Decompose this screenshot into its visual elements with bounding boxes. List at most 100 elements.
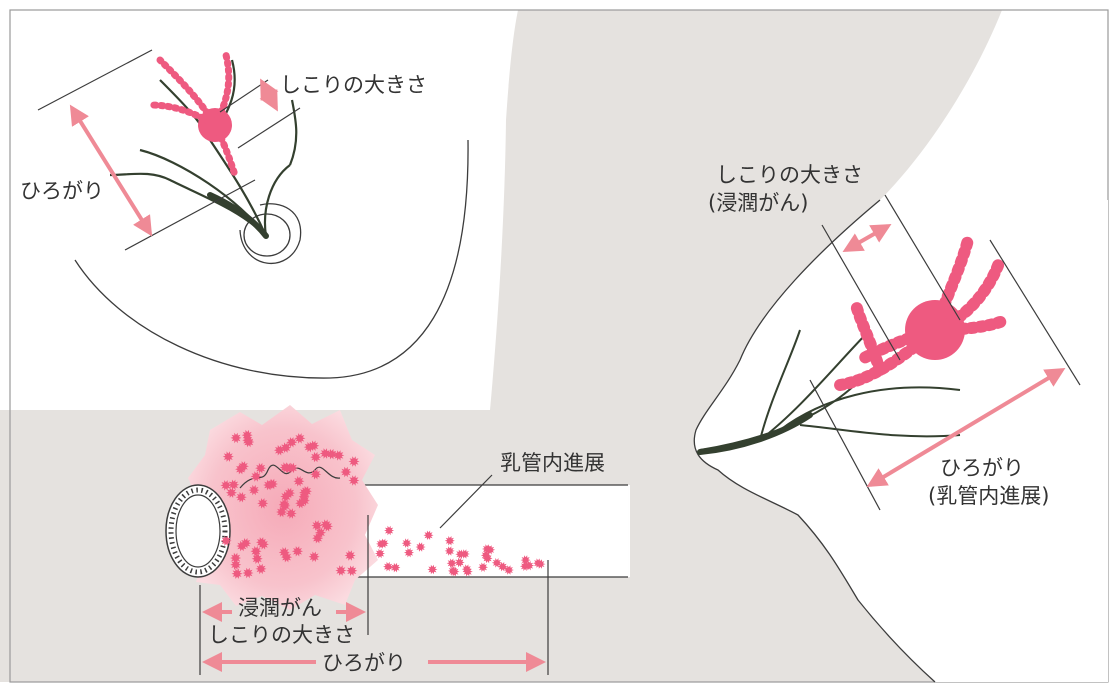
cancer-cell <box>333 450 345 461</box>
cancer-cell <box>283 462 294 474</box>
side-main-duct <box>697 412 813 455</box>
cancer-cell <box>520 561 530 571</box>
cancer-cells <box>220 429 546 579</box>
side-spread-line-left <box>809 379 881 511</box>
cancer-cell <box>284 487 295 499</box>
cancer-cell <box>230 432 242 444</box>
side-spread-label-1: ひろがり <box>940 456 1024 480</box>
cancer-cell <box>294 433 306 444</box>
cancer-cell <box>520 555 531 565</box>
cancer-cell <box>285 508 297 519</box>
cancer-cell <box>230 552 242 564</box>
side-size-arrow <box>842 224 892 252</box>
areola-inner <box>243 213 291 257</box>
front-view: しこりの大きさ ひろがり <box>20 49 469 379</box>
profile-outline <box>693 199 936 683</box>
invasive-label: 浸潤がん <box>238 596 322 620</box>
tumor-spread <box>146 51 239 179</box>
cancer-cell <box>230 559 242 570</box>
front-size-label: しこりの大きさ <box>280 73 427 97</box>
main-duct <box>207 192 269 239</box>
cancer-cell <box>390 562 401 573</box>
cancer-cell <box>250 471 262 482</box>
cancer-cell <box>455 549 466 559</box>
side-size-line-right <box>884 194 961 321</box>
cancer-cell <box>384 525 395 536</box>
cancer-cell <box>310 451 322 463</box>
cancer-cell <box>446 558 457 568</box>
cancer-cell <box>222 451 234 462</box>
cancer-cell <box>326 448 338 460</box>
cancer-cell <box>335 565 347 576</box>
cancer-cell <box>340 466 352 478</box>
side-spread-label-2: (乳管内進展) <box>928 484 1049 508</box>
duct-fade <box>540 485 630 577</box>
cancer-cell <box>319 448 331 459</box>
cancer-cell <box>376 539 386 549</box>
cancer-cell <box>344 550 356 561</box>
side-size-label-1: しこりの大きさ <box>716 163 863 187</box>
size-arrow <box>259 78 279 112</box>
cancer-cell <box>310 469 322 480</box>
cancer-cell <box>320 519 332 530</box>
cancer-cell <box>278 499 290 510</box>
cancer-cell <box>263 479 275 491</box>
cancer-cell <box>242 567 254 579</box>
cancer-cell <box>485 545 496 555</box>
cancer-cell <box>503 565 514 575</box>
cancer-cell <box>423 530 434 540</box>
cancer-cell <box>293 476 305 487</box>
intraductal-label: 乳管内進展 <box>500 451 605 475</box>
cancer-cell <box>250 546 262 557</box>
cancer-cell <box>231 568 243 579</box>
front-spread-label: ひろがり <box>20 179 104 203</box>
cancer-cell <box>220 480 232 491</box>
cancer-cell <box>346 565 358 576</box>
cancer-cell <box>444 536 455 546</box>
spread-line-bottom <box>124 179 256 251</box>
cancer-cell <box>311 520 323 531</box>
spread-arrow <box>69 104 153 237</box>
cancer-cell <box>228 479 240 490</box>
cancer-cell <box>257 498 269 509</box>
areola-outer <box>239 203 302 264</box>
cancer-cell <box>286 437 298 448</box>
cancer-cell <box>225 487 237 498</box>
cancer-cell <box>348 475 360 486</box>
cancer-cell <box>235 492 247 503</box>
cancer-cell <box>401 538 412 548</box>
intraductal-leader <box>439 474 493 529</box>
duct-view: 乳管内進展 浸潤がん しこりの大きさ ひろがり <box>165 405 630 675</box>
cancer-cell <box>308 551 320 562</box>
cancer-cell <box>449 566 460 577</box>
cancer-cell <box>462 566 473 577</box>
cancer-cell <box>444 546 455 556</box>
cancer-cell <box>274 445 285 456</box>
cancer-cell <box>248 484 260 496</box>
cancer-cell <box>404 547 414 558</box>
cancer-cell <box>255 563 267 575</box>
cancer-cell <box>383 561 394 572</box>
cancer-cell <box>236 540 248 552</box>
spread-line-top <box>37 49 153 111</box>
side-size-label-2: (浸潤がん) <box>708 191 808 215</box>
side-spread-arrow <box>866 367 1066 488</box>
side-spread-line-right <box>989 239 1081 386</box>
cancer-cell <box>375 548 385 559</box>
cancer-cell <box>427 564 438 575</box>
cancer-cell <box>256 537 267 548</box>
cancer-cell <box>298 495 310 506</box>
cancer-cell <box>220 535 232 547</box>
cancer-cell <box>281 551 293 563</box>
cancer-cell <box>276 506 288 518</box>
cancer-cell <box>303 441 315 453</box>
size-line-bottom <box>237 107 301 149</box>
cancer-cell <box>497 561 508 572</box>
cancer-cell <box>292 546 303 557</box>
duct-size-label: しこりの大きさ <box>208 623 355 647</box>
duct-opening-inner <box>175 494 221 568</box>
duct-spread-label: ひろがり <box>322 651 406 675</box>
cancer-cell <box>533 558 544 568</box>
